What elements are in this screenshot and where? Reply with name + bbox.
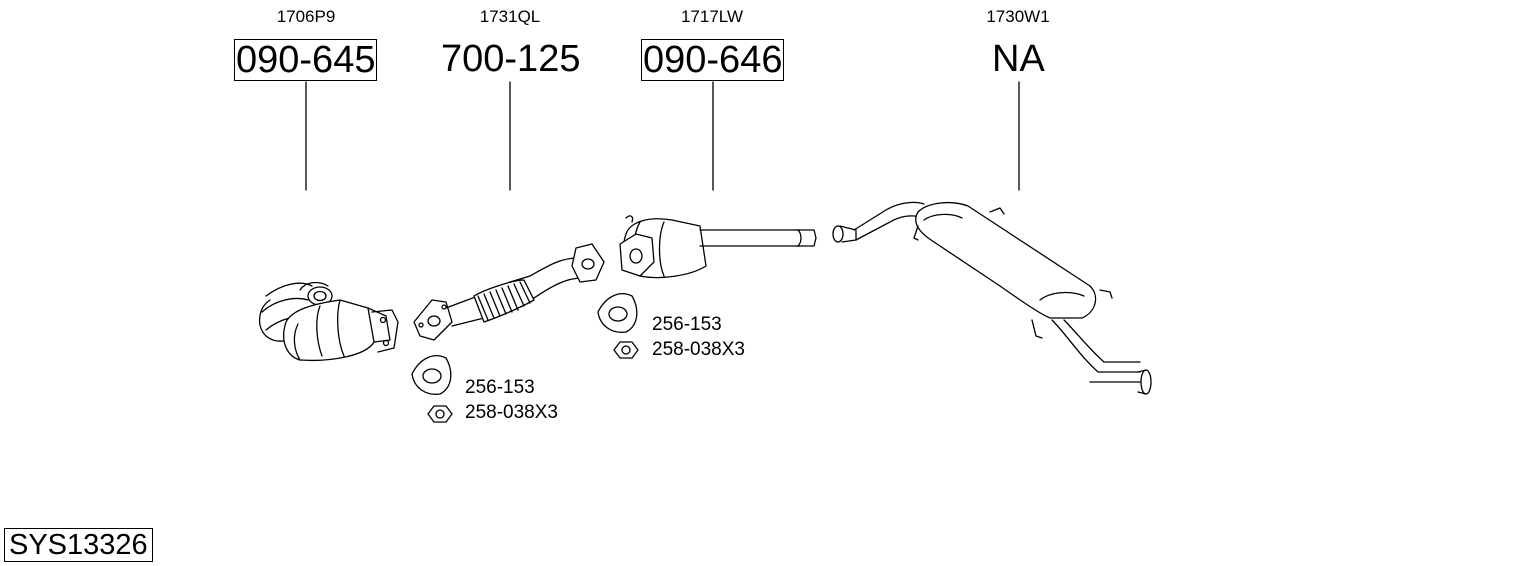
part-number-4[interactable]: NA bbox=[992, 38, 1045, 80]
ref-code-3: 1717LW bbox=[680, 7, 744, 26]
catalytic-converter-drawing[interactable] bbox=[259, 281, 399, 362]
gasket-label-1[interactable]: 256-153 bbox=[465, 377, 535, 398]
gasket-icon-2[interactable] bbox=[597, 293, 638, 333]
ref-code-4: 1730W1 bbox=[986, 7, 1050, 26]
nut-label-2[interactable]: 258-038X3 bbox=[652, 339, 745, 360]
nut-icon-2[interactable] bbox=[613, 341, 639, 359]
gasket-label-2[interactable]: 256-153 bbox=[652, 314, 722, 335]
part-number-3[interactable]: 090-646 bbox=[641, 39, 785, 81]
part-number-2[interactable]: 700-125 bbox=[441, 38, 581, 80]
ref-code-1: 1706P9 bbox=[276, 7, 336, 26]
gasket-icon-1[interactable] bbox=[411, 355, 452, 395]
part-number-1[interactable]: 090-645 bbox=[234, 39, 378, 81]
ref-code-2: 1731QL bbox=[479, 7, 541, 26]
nut-label-1[interactable]: 258-038X3 bbox=[465, 402, 558, 423]
catalytic-converter-2-drawing[interactable] bbox=[619, 215, 817, 279]
nut-icon-1[interactable] bbox=[427, 405, 453, 423]
rear-silencer-drawing[interactable] bbox=[832, 201, 1152, 395]
system-code: SYS13326 bbox=[4, 528, 153, 562]
front-pipe-drawing[interactable] bbox=[413, 243, 605, 341]
